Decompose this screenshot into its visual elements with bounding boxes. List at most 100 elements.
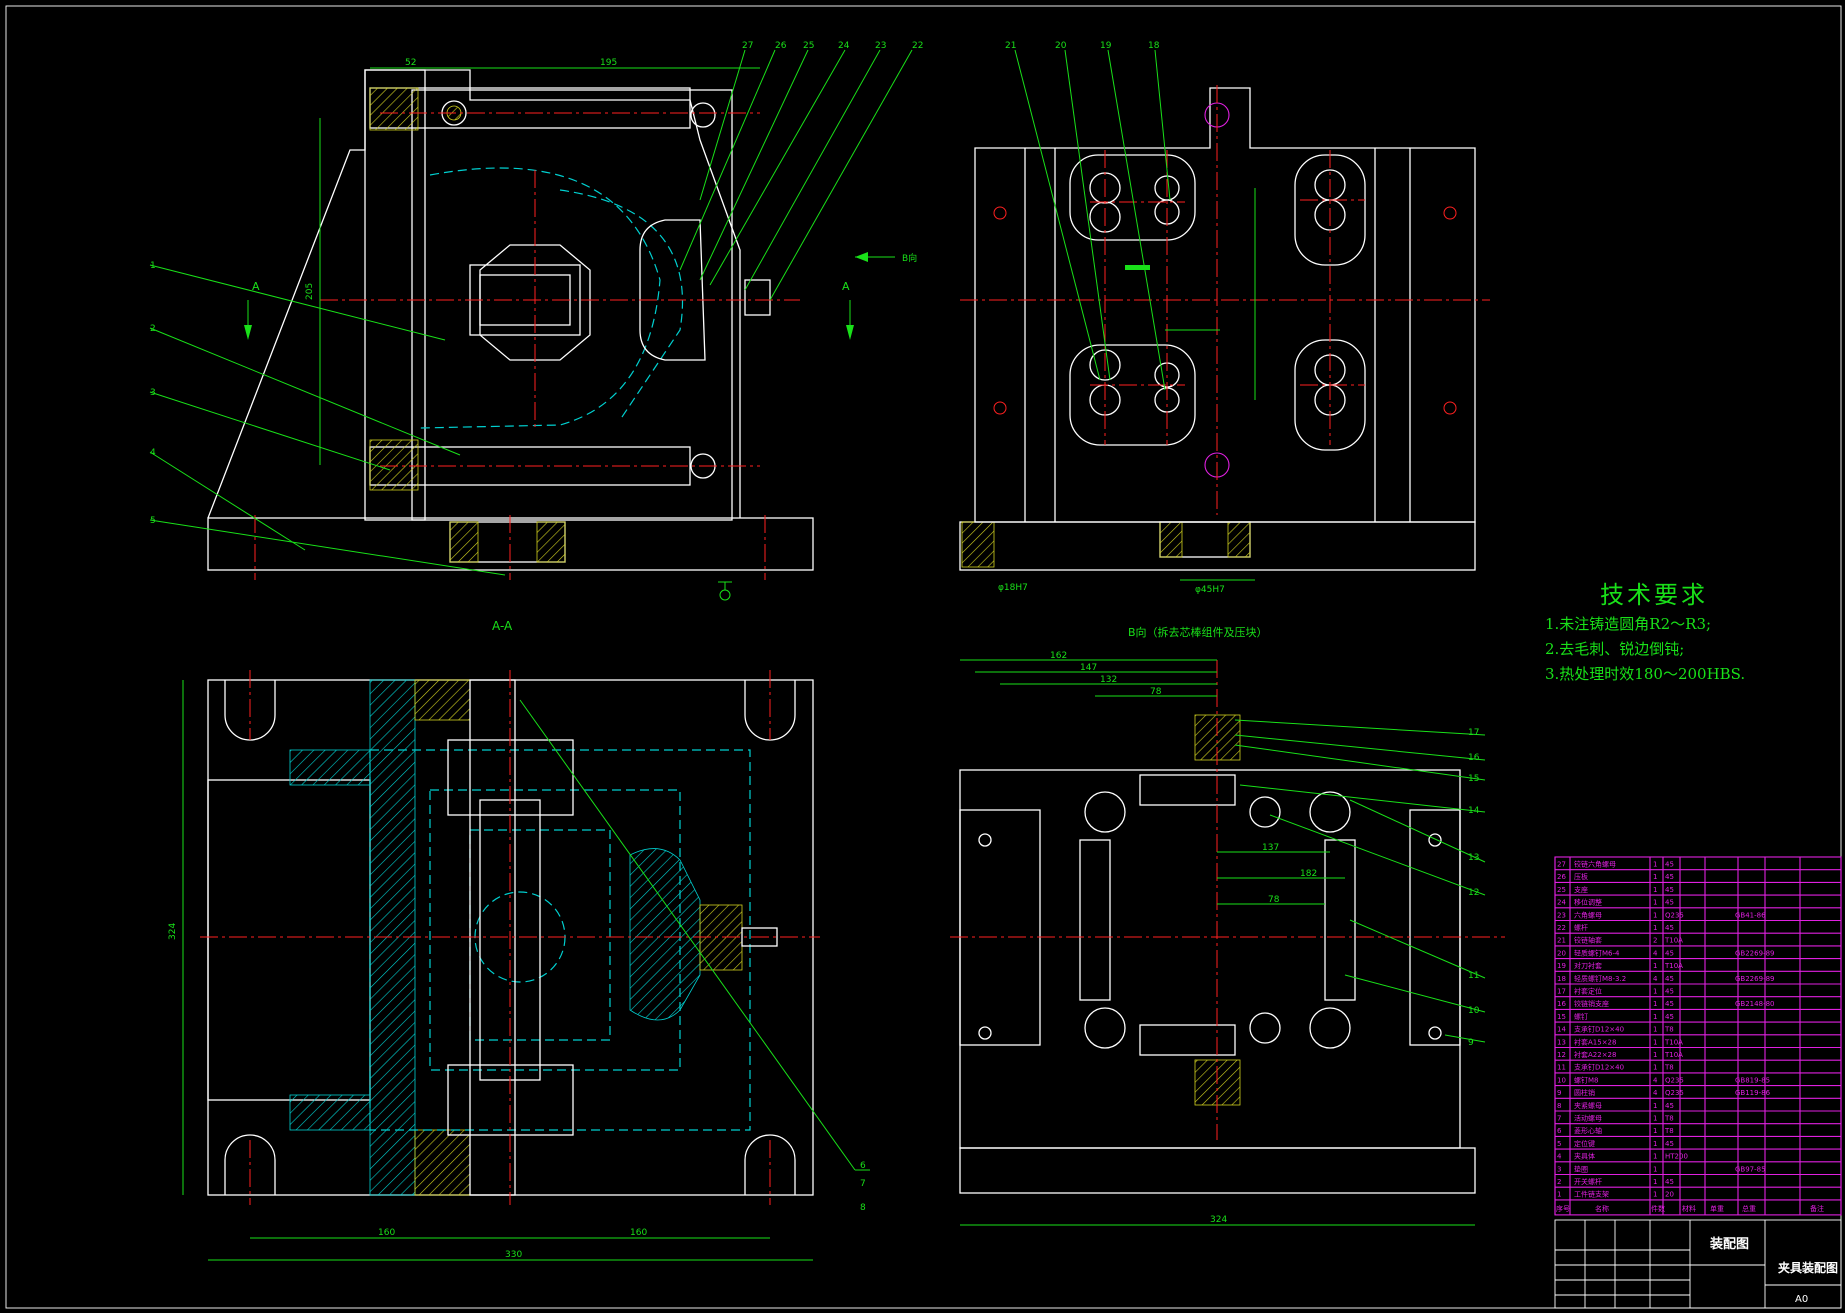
parts-row-material: 45 [1665,1000,1674,1008]
dim-aa-160-left: 160 [378,1228,395,1238]
parts-row-name: 夹紧螺母 [1574,1101,1602,1110]
callout-22: 22 [912,41,923,51]
parts-row-name: 夹具体 [1574,1152,1595,1161]
callouts-top-right: 21 20 19 18 [1005,41,1171,391]
parts-row-qty: 1 [1653,1102,1657,1110]
section-a-a-view: 330 160 160 324 A-A [168,619,820,1261]
parts-row-name: 支承钉D12×40 [1574,1063,1624,1072]
parts-row-no: 10 [1557,1076,1566,1084]
technical-requirements-title: 技术要求 [1600,581,1708,609]
parts-row-name: 铰链轴套 [1574,936,1602,945]
front-view: 52 195 205 A A B向 [207,58,917,601]
parts-row-qty: 1 [1653,911,1657,919]
callout-13: 13 [1468,853,1479,863]
parts-row-qty: 2 [1653,937,1657,945]
b-direction-view: 324 162 147 132 78 137 182 78 B向（拆去芯棒组件及… [950,625,1505,1226]
parts-row-qty: 1 [1653,1026,1657,1034]
parts-row-no: 11 [1557,1064,1566,1072]
parts-row-qty: 1 [1653,1191,1657,1199]
parts-row-qty: 1 [1653,873,1657,881]
parts-row-no: 24 [1557,899,1566,907]
parts-row-qty: 1 [1653,1140,1657,1148]
callout-7: 7 [860,1179,866,1189]
parts-row-name: 铰链六角螺母 [1574,860,1616,869]
parts-row-standard: GB97-85 [1735,1165,1766,1173]
parts-row-name: 开关螺杆 [1574,1177,1602,1186]
parts-row-no: 13 [1557,1038,1566,1046]
callout-20: 20 [1055,41,1067,51]
parts-row-standard: GB2269-89 [1735,975,1774,983]
callout-2: 2 [150,324,156,334]
callout-15: 15 [1468,774,1479,784]
sheet-border [5,5,1842,1309]
parts-row-no: 21 [1557,937,1566,945]
parts-row-material: T10A [1664,1038,1683,1046]
parts-row-no: 20 [1557,949,1566,957]
callout-18: 18 [1148,41,1160,51]
callout-4: 4 [150,448,156,458]
callout-16: 16 [1468,753,1480,763]
callouts-top-left: 27 26 25 24 23 22 [679,41,923,301]
parts-row-no: 4 [1557,1153,1562,1161]
parts-row-qty: 1 [1653,861,1657,869]
parts-row-qty: 1 [1653,1064,1657,1072]
parts-row-material: 45 [1665,1178,1674,1186]
dim-b-324: 324 [1210,1215,1227,1225]
top-right-view: φ45H7 φ18H7 [959,85,1490,595]
callout-5: 5 [150,516,156,526]
parts-row-qty: 4 [1653,949,1658,957]
parts-row-qty: 1 [1653,1013,1657,1021]
dim-aa-324: 324 [168,923,178,940]
parts-row-material: Q235 [1665,1089,1684,1097]
parts-row-no: 1 [1557,1191,1561,1199]
callout-17: 17 [1468,728,1479,738]
parts-row-no: 9 [1557,1089,1561,1097]
parts-row-qty: 1 [1653,1115,1657,1123]
parts-row-material: T10A [1664,1051,1683,1059]
parts-row-no: 5 [1557,1140,1561,1148]
dim-78: 78 [1150,687,1162,697]
parts-row-no: 6 [1557,1127,1562,1135]
parts-row-material: 45 [1665,1102,1674,1110]
parts-row-material: Q235 [1665,1076,1684,1084]
parts-row-name: 菱形心轴 [1574,1126,1602,1135]
section-marker-a-right: A [842,280,850,293]
parts-row-material: Q235 [1665,911,1684,919]
parts-row-material: T8 [1664,1127,1674,1135]
parts-header-material: 材料 [1682,1204,1696,1213]
callout-25: 25 [803,41,814,51]
parts-row-no: 7 [1557,1115,1561,1123]
tech-req-2: 2.去毛刺、锐边倒钝; [1545,640,1685,658]
callout-26: 26 [775,41,787,51]
parts-row-material: 45 [1665,886,1674,894]
parts-row-name: 衬套A15×28 [1574,1037,1616,1046]
parts-row-name: 活动螺母 [1574,1114,1602,1123]
parts-row-name: 螺杆 [1574,923,1588,932]
parts-row-name: 轻质螺钉M6-4 [1574,948,1620,957]
parts-row-material: T8 [1664,1115,1674,1123]
parts-header-name: 名称 [1595,1204,1609,1213]
callout-21: 21 [1005,41,1016,51]
parts-row-name: 支座 [1574,885,1588,894]
callout-23: 23 [875,41,886,51]
parts-row-qty: 1 [1653,899,1657,907]
parts-row-material: T8 [1664,1026,1674,1034]
callout-24: 24 [838,41,850,51]
drawing-title: 夹具装配图 [1778,1260,1838,1275]
dim-137: 137 [1262,843,1279,853]
parts-row-standard: GB819-85 [1735,1076,1770,1084]
callout-12: 12 [1468,888,1479,898]
parts-row-qty: 1 [1653,1127,1657,1135]
parts-row-no: 19 [1557,962,1566,970]
callout-3: 3 [150,388,156,398]
parts-row-material: 45 [1665,975,1674,983]
callout-11: 11 [1468,971,1479,981]
dim-aa-330: 330 [505,1250,522,1260]
parts-row-qty: 4 [1653,975,1658,983]
parts-row-qty: 1 [1653,1165,1657,1173]
parts-row-qty: 1 [1653,1178,1657,1186]
parts-row-material: 45 [1665,899,1674,907]
parts-row-name: 螺钉M8 [1574,1075,1599,1084]
parts-row-material: T10A [1664,937,1683,945]
dim-162: 162 [1050,651,1067,661]
